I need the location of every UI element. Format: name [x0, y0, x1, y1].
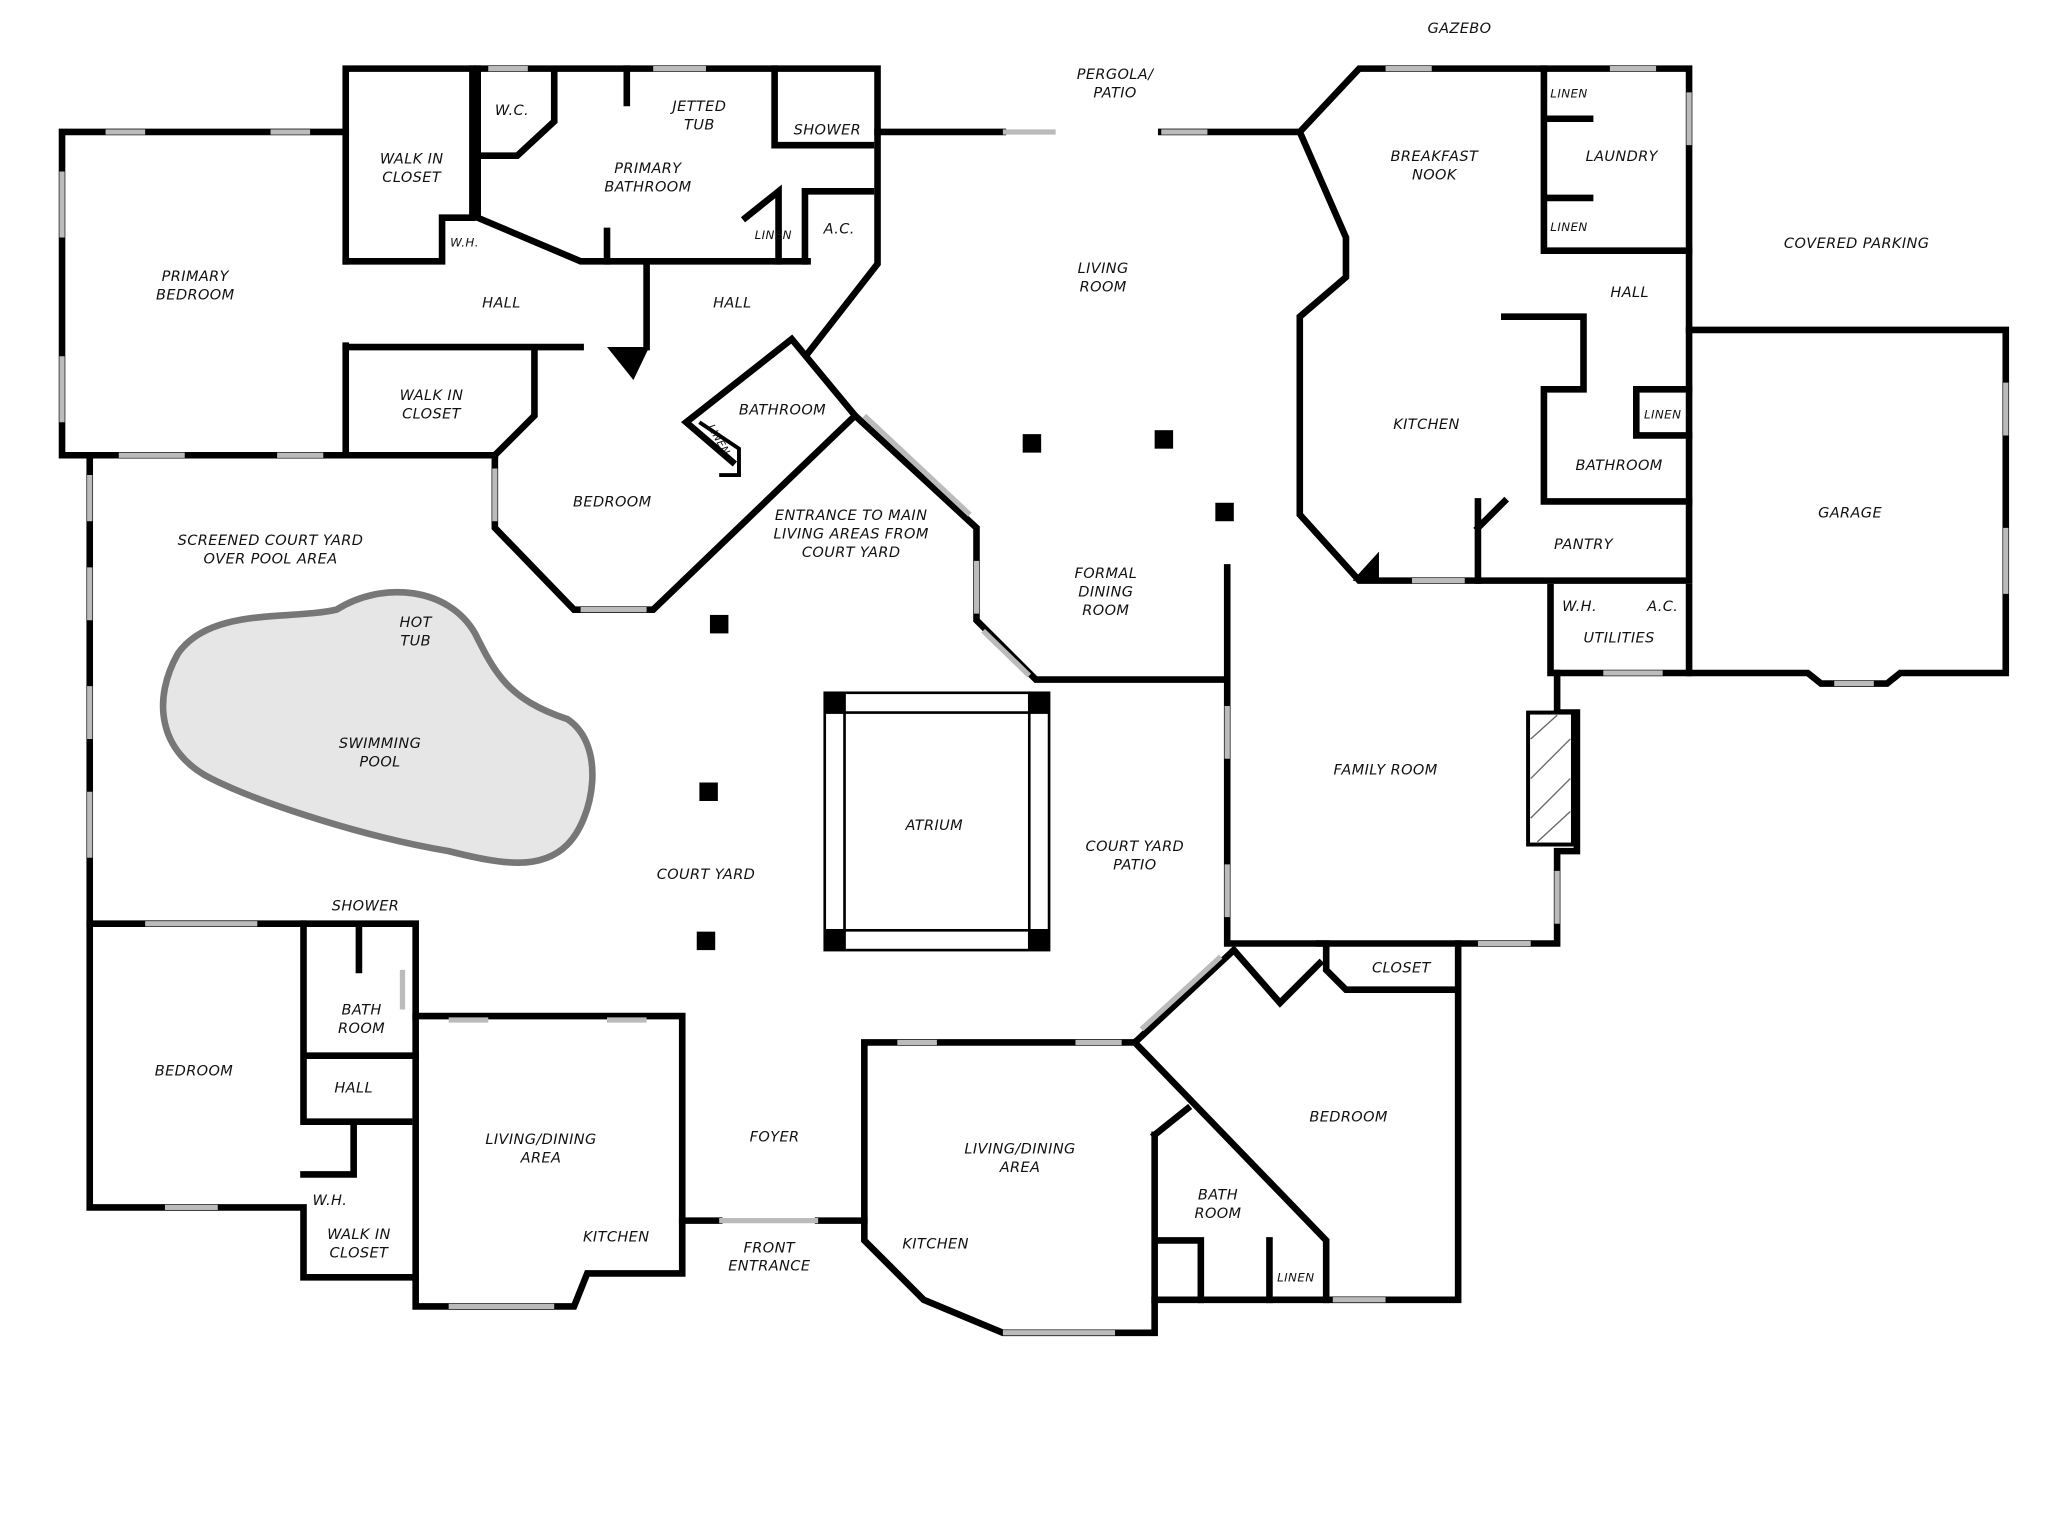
label-linen: LINEN	[1550, 220, 1587, 234]
label-hot-tub: HOT	[399, 615, 432, 631]
label-primary-bathroom: BATHROOM	[604, 179, 691, 195]
label-living-dining: LIVING/DINING	[964, 1141, 1075, 1157]
label-bath-room: BATH	[341, 1003, 381, 1019]
walls	[58, 65, 2010, 1337]
label-pergola: PATIO	[1093, 86, 1136, 102]
label-court-yard-patio: COURT YARD	[1086, 839, 1185, 855]
label-screened-court-yard: OVER POOL AREA	[203, 551, 337, 567]
label-linen: LINEN	[755, 228, 792, 242]
label-entrance-main: COURT YARD	[802, 545, 901, 561]
label-swimming-pool: SWIMMING	[339, 736, 421, 752]
label-linen: LINEN	[1550, 87, 1587, 101]
label-laundry: LAUNDRY	[1586, 149, 1659, 165]
label-formal-dining: DINING	[1078, 584, 1133, 600]
label-kitchen: KITCHEN	[902, 1236, 968, 1252]
label-breakfast-nook: BREAKFAST	[1391, 149, 1479, 165]
label-bathroom: BATHROOM	[1576, 458, 1663, 474]
label-utilities: UTILITIES	[1584, 631, 1655, 647]
label-hall: HALL	[1610, 285, 1649, 301]
label-screened-court-yard: SCREENED COURT YARD	[178, 533, 364, 549]
label-living-room: LIVING	[1078, 261, 1129, 277]
swimming-pool	[159, 588, 596, 866]
room-labels: GAZEBO PERGOLA/ PATIO W.C. JETTED TUB SH…	[155, 21, 1929, 1284]
label-wh: W.H.	[1562, 599, 1597, 615]
label-bath-room: ROOM	[1194, 1206, 1241, 1222]
label-wc: W.C.	[495, 103, 529, 119]
label-family-room: FAMILY ROOM	[1334, 763, 1438, 779]
label-bath-room: BATH	[1198, 1188, 1238, 1204]
label-primary-bathroom: PRIMARY	[614, 161, 682, 177]
label-gazebo: GAZEBO	[1427, 21, 1491, 37]
label-jetted-tub: TUB	[684, 117, 715, 133]
label-living-dining: AREA	[520, 1151, 562, 1167]
atrium	[823, 691, 1051, 952]
label-pergola: PERGOLA/	[1077, 67, 1155, 83]
label-entrance-main: ENTRANCE TO MAIN	[775, 508, 927, 524]
label-walk-in-closet: CLOSET	[402, 406, 462, 422]
label-bedroom: BEDROOM	[573, 495, 652, 511]
label-kitchen: KITCHEN	[1393, 417, 1459, 433]
label-walk-in-closet: CLOSET	[382, 170, 442, 186]
label-hall: HALL	[482, 295, 521, 311]
label-hot-tub: TUB	[400, 633, 431, 649]
label-ac: A.C.	[823, 222, 855, 238]
label-front-entrance: ENTRANCE	[728, 1259, 811, 1275]
label-walk-in-closet: CLOSET	[330, 1246, 390, 1262]
label-bedroom: BEDROOM	[1309, 1110, 1388, 1126]
label-foyer: FOYER	[750, 1129, 800, 1145]
label-hall: HALL	[334, 1081, 373, 1097]
label-covered-parking: COVERED PARKING	[1784, 236, 1929, 252]
label-bathroom: BATHROOM	[739, 402, 826, 418]
label-bedroom: BEDROOM	[155, 1063, 234, 1079]
label-court-yard-patio: PATIO	[1113, 858, 1156, 874]
columns	[696, 430, 1234, 951]
label-primary-bedroom: PRIMARY	[162, 269, 230, 285]
label-hall: HALL	[713, 295, 752, 311]
label-living-dining: LIVING/DINING	[485, 1132, 596, 1148]
label-jetted-tub: JETTED	[669, 99, 726, 115]
label-pantry: PANTRY	[1554, 537, 1614, 553]
label-court-yard: COURT YARD	[657, 867, 756, 883]
label-walk-in-closet: WALK IN	[380, 152, 444, 168]
label-living-dining: AREA	[999, 1160, 1041, 1176]
label-bath-room: ROOM	[338, 1021, 385, 1037]
label-walk-in-closet: WALK IN	[327, 1227, 391, 1243]
label-shower: SHOWER	[794, 123, 861, 139]
label-walk-in-closet: WALK IN	[400, 388, 464, 404]
label-living-room: ROOM	[1080, 280, 1127, 296]
label-formal-dining: ROOM	[1082, 603, 1129, 619]
label-ac: A.C.	[1646, 599, 1678, 615]
windows	[59, 65, 2009, 1336]
label-atrium: ATRIUM	[904, 818, 963, 834]
label-swimming-pool: POOL	[359, 755, 400, 771]
label-garage: GARAGE	[1818, 505, 1882, 521]
label-closet: CLOSET	[1372, 961, 1432, 977]
label-formal-dining: FORMAL	[1074, 566, 1137, 582]
fireplace	[1526, 710, 1575, 847]
label-linen: LINEN	[1277, 1270, 1314, 1284]
label-front-entrance: FRONT	[744, 1240, 796, 1256]
label-shower: SHOWER	[332, 899, 399, 915]
label-linen: LINEN	[1644, 407, 1681, 421]
label-breakfast-nook: NOOK	[1412, 167, 1458, 183]
label-primary-bedroom: BEDROOM	[156, 288, 235, 304]
label-wh: W.H.	[450, 236, 479, 250]
label-kitchen: KITCHEN	[583, 1230, 649, 1246]
label-wh: W.H.	[312, 1193, 347, 1209]
label-entrance-main: LIVING AREAS FROM	[774, 526, 929, 542]
